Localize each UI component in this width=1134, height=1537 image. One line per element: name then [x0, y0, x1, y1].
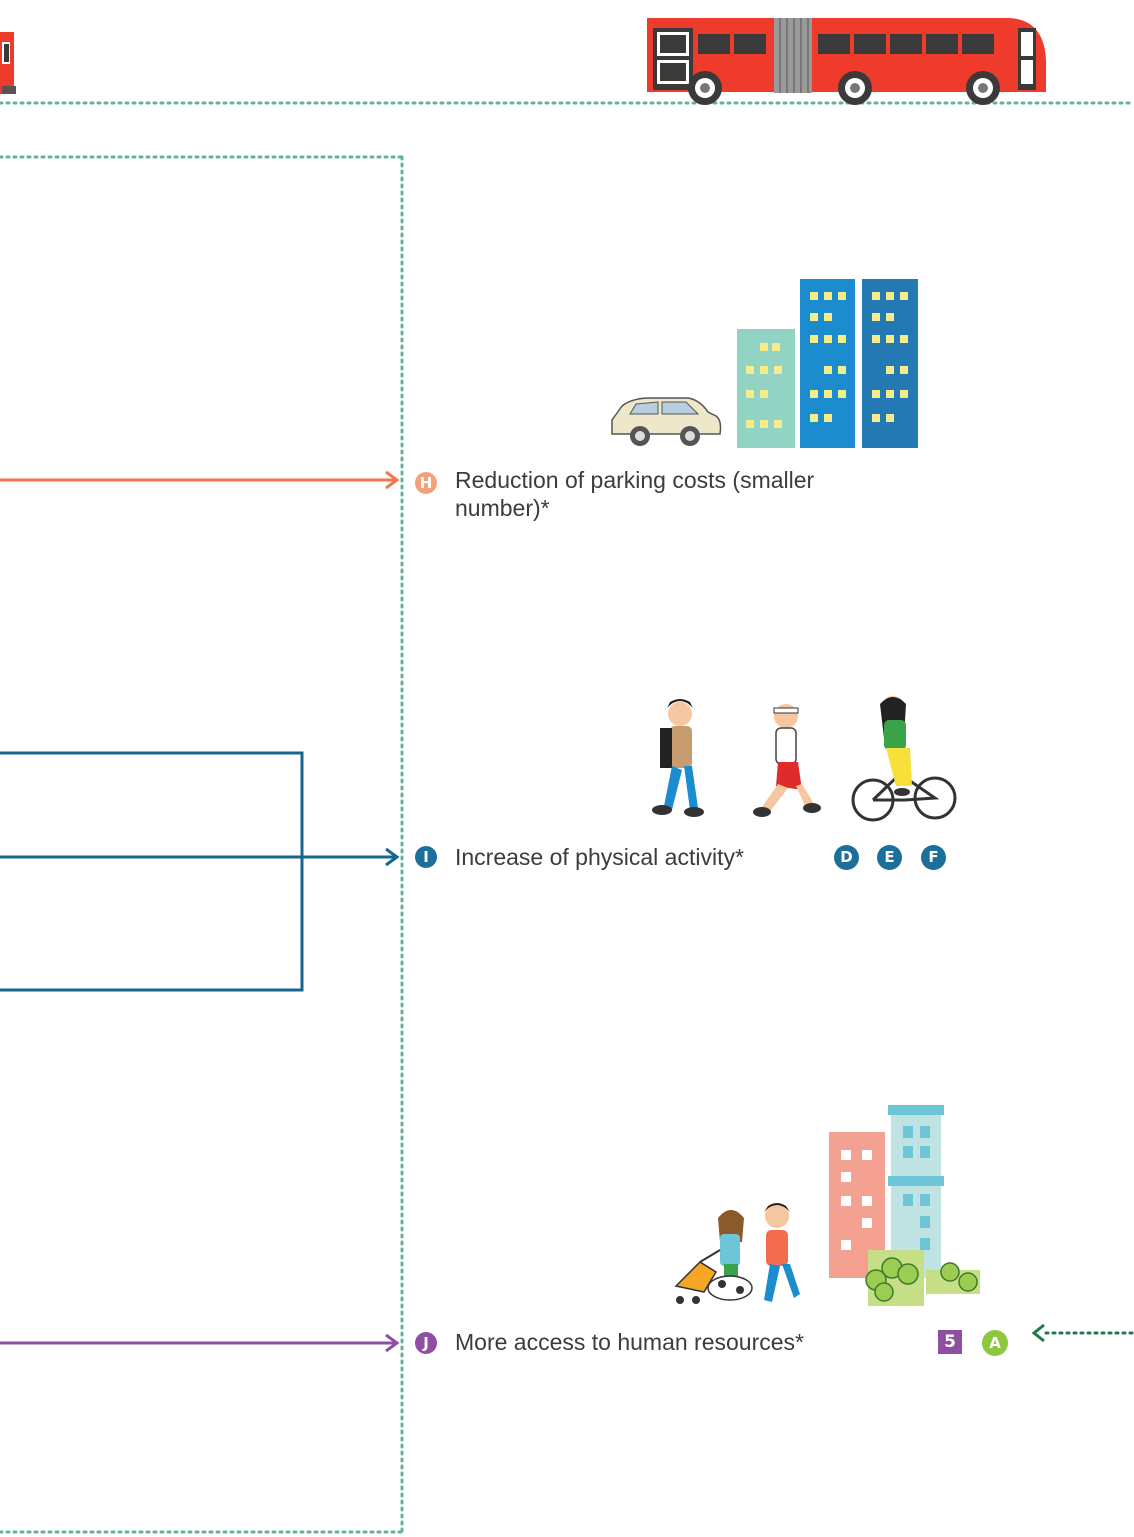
badge-H: H: [415, 472, 437, 494]
walk-run-cycle-illustration: [652, 696, 957, 822]
outcome-H-line2: number)*: [455, 495, 550, 521]
badge-F: F: [921, 845, 946, 870]
badge-E: E: [877, 845, 902, 870]
badge-A: A: [982, 1330, 1008, 1356]
car-and-buildings-illustration: [611, 279, 918, 448]
outcomes-dotted-frame: [0, 155, 404, 1534]
outcome-H-line1: Reduction of parking costs (smaller: [455, 467, 815, 493]
arrow-I: [0, 751, 400, 992]
arrow-J: [0, 1333, 400, 1353]
badge-J: J: [415, 1332, 437, 1354]
outcome-J-text: More access to human resources*: [455, 1329, 804, 1355]
car-icon: [611, 397, 722, 446]
outcome-I-text: Increase of physical activity*: [455, 844, 744, 870]
badge-I: I: [415, 846, 437, 868]
partial-bus-icon: [0, 32, 16, 94]
badge-D: D: [834, 845, 859, 870]
arrow-H: [0, 470, 400, 490]
incoming-arrow-A: [1031, 1323, 1134, 1343]
bus-icon: [647, 18, 1046, 105]
badge-5: 5: [938, 1330, 962, 1354]
family-and-buildings-illustration: [674, 1105, 980, 1306]
